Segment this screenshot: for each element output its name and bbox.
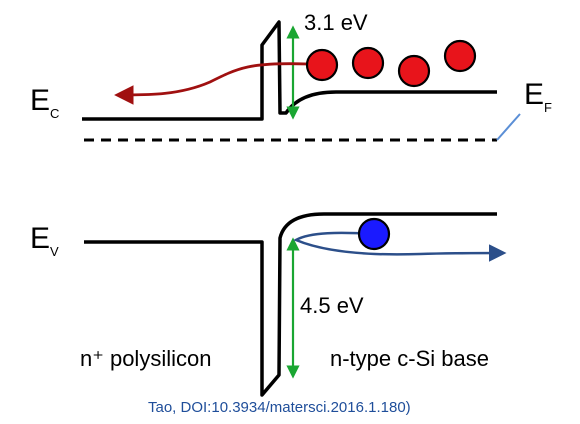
region-label-right: n-type c-Si base bbox=[330, 346, 489, 371]
fermi-pointer bbox=[496, 113, 521, 141]
barrier-label-vb: 4.5 eV bbox=[300, 293, 364, 318]
region-label-left: n⁺ polysilicon bbox=[80, 346, 211, 371]
ec-label: EC bbox=[30, 84, 59, 121]
electron bbox=[443, 39, 477, 73]
ev-label: EV bbox=[30, 222, 59, 259]
electron bbox=[305, 48, 339, 82]
hole-path bbox=[293, 231, 507, 262]
ef-label: EF bbox=[524, 78, 552, 115]
electron bbox=[397, 54, 431, 88]
barrier-label-cb: 3.1 eV bbox=[304, 10, 368, 35]
citation: Tao, DOI:10.3934/matersci.2016.1.180) bbox=[148, 399, 411, 416]
conduction-band bbox=[82, 20, 497, 121]
electron-path bbox=[114, 62, 309, 105]
valence-band bbox=[84, 212, 497, 397]
hole bbox=[357, 217, 391, 251]
electron bbox=[351, 46, 385, 80]
